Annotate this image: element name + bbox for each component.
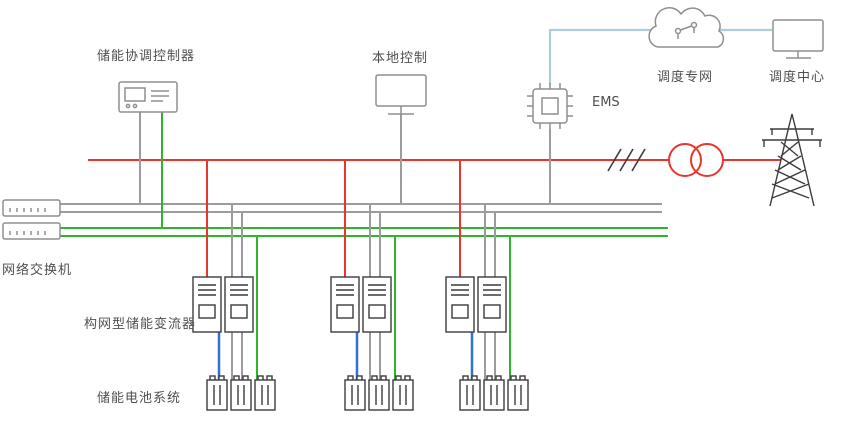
converter-connections-3 xyxy=(459,160,511,380)
coordinator-controller-icon xyxy=(118,81,178,113)
label-coordinator-controller: 储能协调控制器 xyxy=(97,49,196,64)
battery-rack-3 xyxy=(459,375,529,411)
transmission-tower-icon xyxy=(762,113,822,207)
battery-rack-2 xyxy=(344,375,414,411)
converter-connections-2 xyxy=(344,160,396,380)
label-dispatch-network: 调度专网 xyxy=(657,70,714,85)
dispatch-cloud-icon xyxy=(648,7,725,48)
transformer-icon xyxy=(668,143,724,177)
label-converter: 构网型储能变流器 xyxy=(84,317,197,332)
ems-chip-icon xyxy=(527,83,573,129)
label-local-control: 本地控制 xyxy=(372,51,429,66)
label-ems: EMS xyxy=(592,95,620,110)
converter-cabinet-2 xyxy=(330,276,392,333)
line-break-slashes xyxy=(607,148,646,172)
network-switch-icon-bottom xyxy=(2,222,61,240)
converter-cabinet-3 xyxy=(445,276,507,333)
network-switch-icon-top xyxy=(2,199,61,217)
label-network-switch: 网络交换机 xyxy=(2,263,73,278)
label-dispatch-center: 调度中心 xyxy=(769,70,826,85)
label-battery-system: 储能电池系统 xyxy=(97,391,182,406)
converter-connections-1 xyxy=(206,160,258,380)
local-control-monitor-icon xyxy=(375,74,427,115)
converter-cabinet-1 xyxy=(192,276,254,333)
battery-rack-1 xyxy=(206,375,276,411)
dispatch-center-monitor-icon xyxy=(772,19,824,59)
